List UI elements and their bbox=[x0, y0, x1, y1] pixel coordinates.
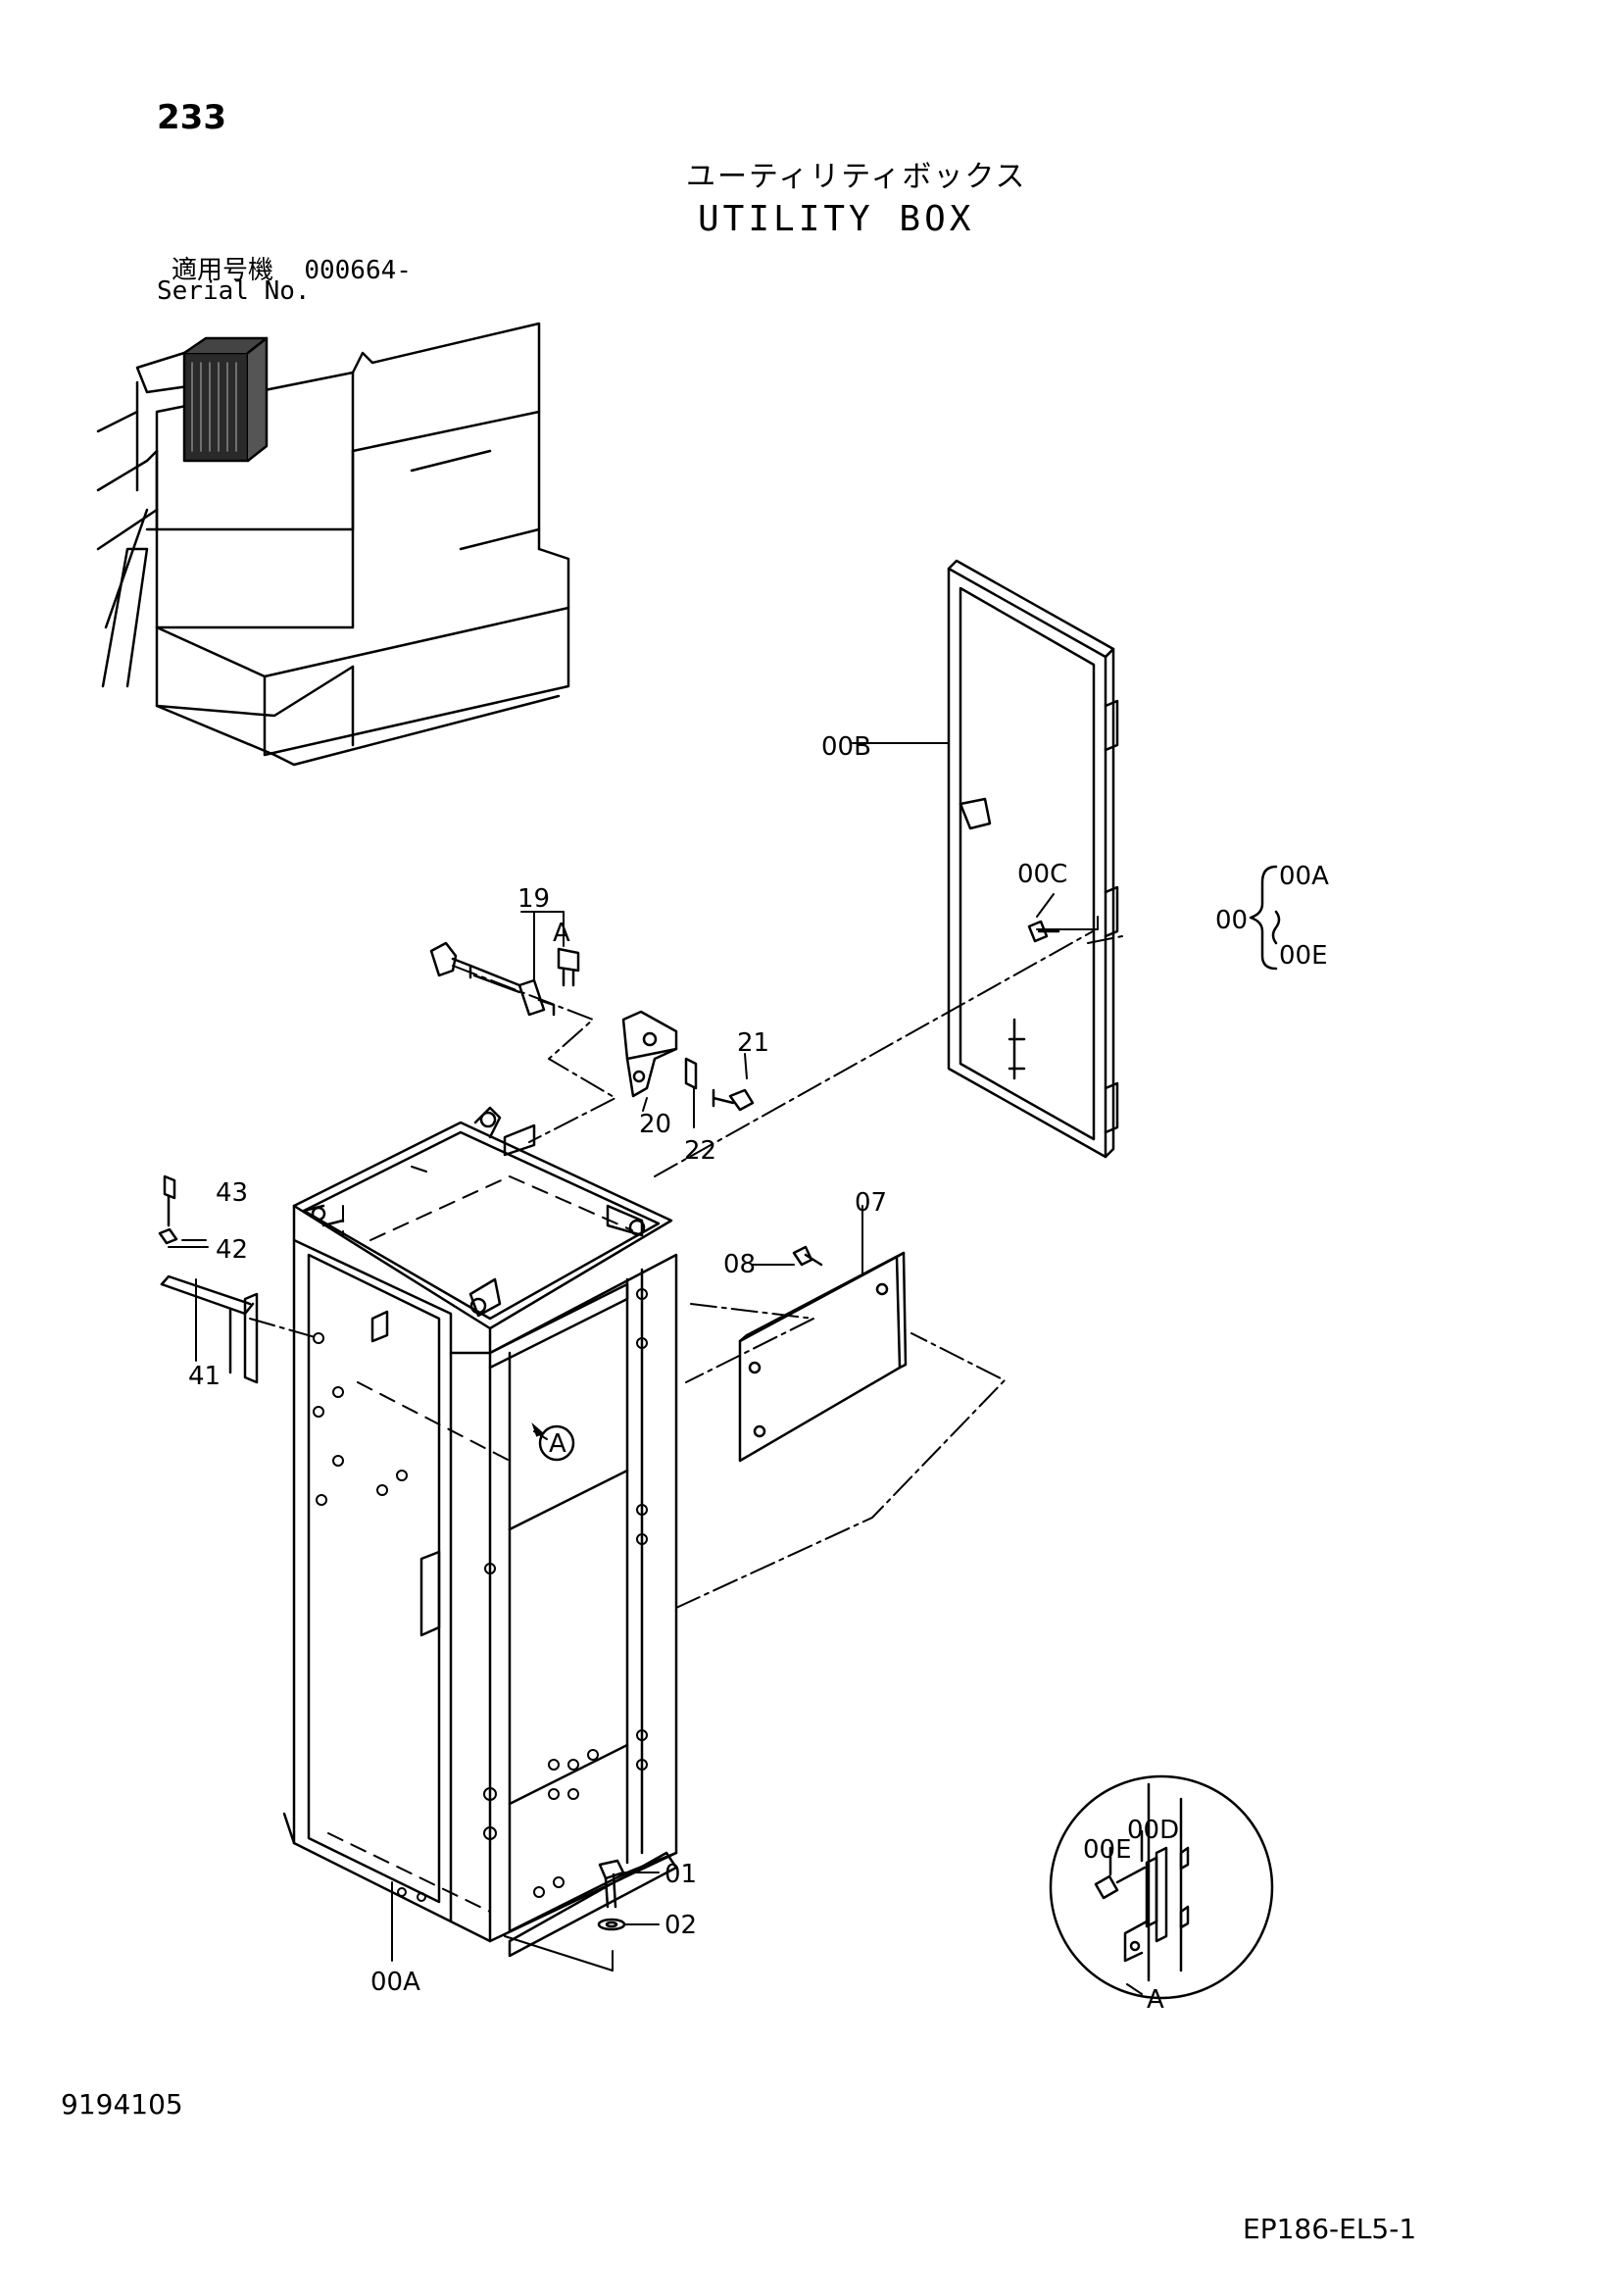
callout-22: 22 bbox=[684, 1136, 716, 1166]
cabinet-hidden-lines bbox=[327, 1166, 633, 1913]
detail-view-a bbox=[1049, 1774, 1274, 2000]
callout-A-top: A bbox=[553, 919, 570, 948]
phantom-assembly-lines bbox=[249, 930, 1123, 1609]
callout-08: 08 bbox=[723, 1250, 756, 1279]
callout-00: 00 bbox=[1215, 906, 1248, 935]
door-panel bbox=[947, 559, 1119, 1159]
range-tilde bbox=[1271, 910, 1281, 945]
drawing-code: EP186-EL5-1 bbox=[1243, 2213, 1417, 2245]
detail-callout-00E: 00E bbox=[1083, 1835, 1132, 1865]
callout-01: 01 bbox=[664, 1860, 697, 1889]
cabinet-holes bbox=[313, 1288, 648, 1902]
callout-02: 02 bbox=[664, 1911, 697, 1940]
bolt-08 bbox=[792, 1245, 823, 1267]
callout-41: 41 bbox=[188, 1362, 221, 1391]
serial-label-jp: 適用号機 bbox=[172, 256, 274, 285]
bracket-and-latch bbox=[429, 941, 755, 1112]
callout-20: 20 bbox=[639, 1110, 671, 1139]
detail-reference-bubble bbox=[538, 1424, 575, 1462]
title-japanese: ユーティリティボックス bbox=[686, 160, 1027, 194]
callout-A-circle: A bbox=[549, 1429, 566, 1459]
title-english: UTILITY BOX bbox=[698, 199, 975, 239]
side-bracket bbox=[158, 1174, 259, 1384]
callout-21: 21 bbox=[737, 1028, 769, 1058]
serial-applicability: 適用号機 000664- bbox=[172, 250, 412, 286]
callout-00A-range: 00A bbox=[1279, 862, 1329, 891]
callout-43: 43 bbox=[216, 1178, 248, 1208]
detail-label-A: A bbox=[1147, 1985, 1164, 2015]
utility-box-location-highlight bbox=[182, 336, 269, 463]
cover-plate bbox=[738, 1251, 908, 1463]
serial-value: 000664- bbox=[304, 256, 412, 285]
detail-callout-00D: 00D bbox=[1127, 1816, 1179, 1845]
page-number: 233 bbox=[157, 98, 226, 137]
callout-00C: 00C bbox=[1017, 860, 1067, 889]
callout-19: 19 bbox=[517, 884, 550, 914]
machine-location-illustration bbox=[96, 322, 570, 767]
bolt-and-washer bbox=[597, 1859, 626, 1931]
detail-circle-leader bbox=[1126, 1983, 1143, 1995]
assembly-range-brace bbox=[1249, 865, 1278, 971]
callout-07: 07 bbox=[855, 1188, 887, 1218]
callout-00E-range: 00E bbox=[1279, 941, 1328, 971]
serial-label-en: Serial No. bbox=[157, 276, 311, 306]
callout-00B: 00B bbox=[821, 732, 871, 762]
callout-00A: 00A bbox=[370, 1968, 420, 1997]
document-number: 9194105 bbox=[61, 2088, 183, 2121]
callout-42: 42 bbox=[216, 1235, 248, 1265]
